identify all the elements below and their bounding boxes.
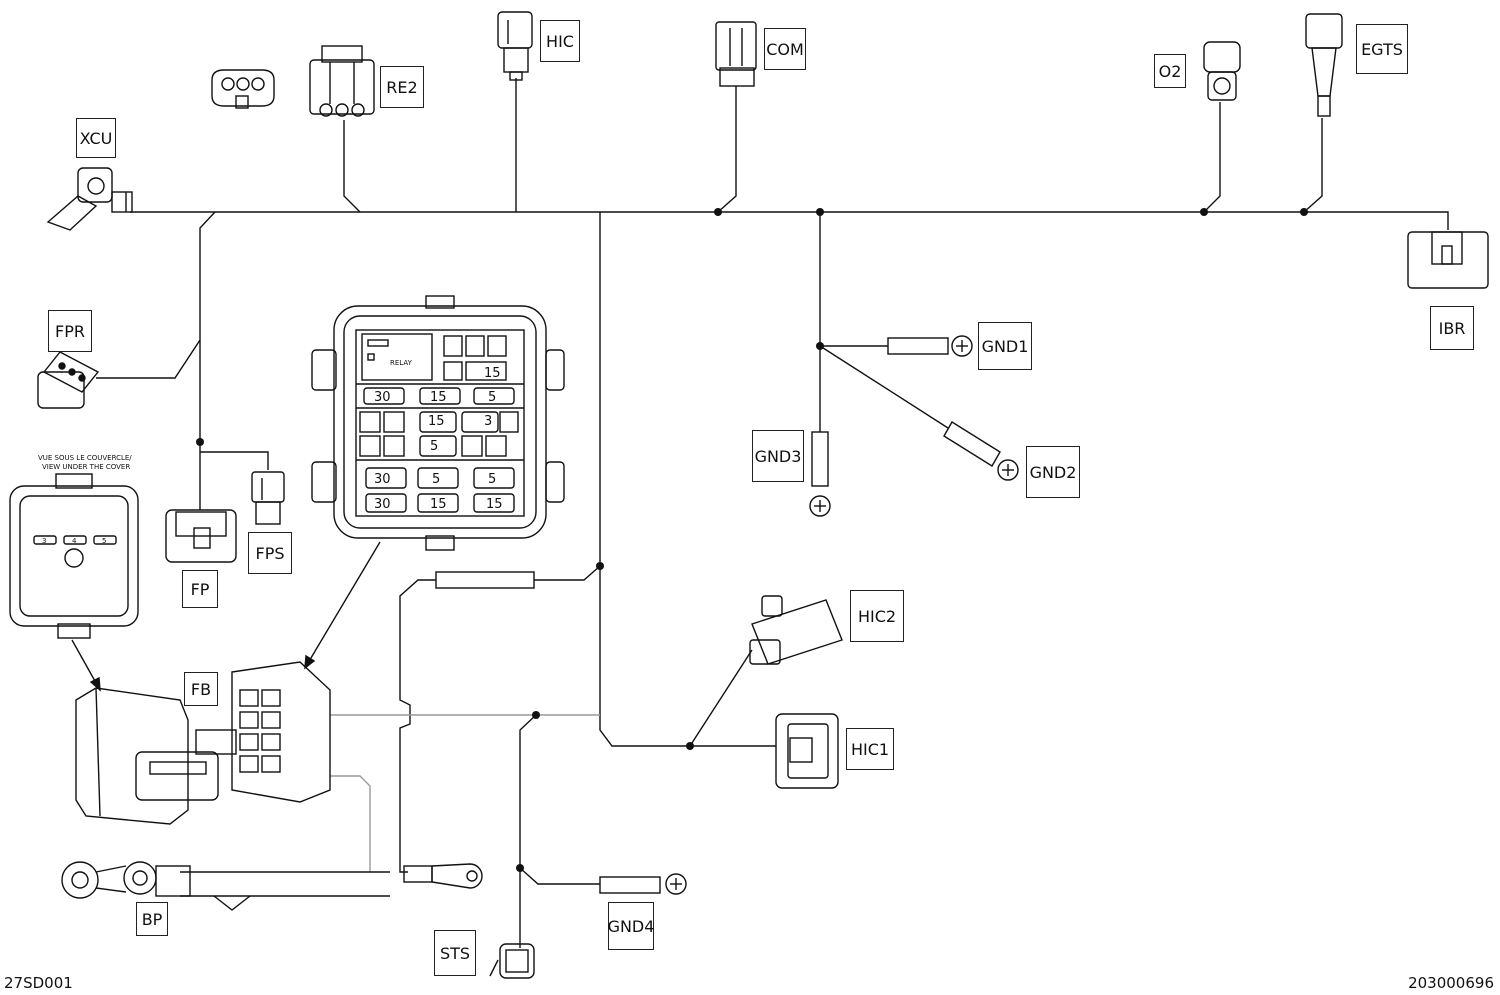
gnd4-ring-terminal-icon (599, 873, 687, 895)
ibr-connector-icon (1407, 231, 1489, 289)
fuse-label: 30 (374, 497, 391, 512)
fuse-label: 5 (488, 390, 496, 405)
gnd2-ring-terminal-icon (943, 421, 1019, 481)
com-label: COM (764, 28, 806, 70)
inline-fuse-holder-icon (435, 571, 535, 589)
cover-fuse-label: 5 (102, 537, 106, 545)
fuse-label: 5 (432, 472, 440, 487)
fuse-label: 15 (428, 414, 445, 429)
hic1-label: HIC1 (846, 728, 894, 770)
bp-battery-terminal-icon (61, 861, 251, 911)
fps-label: FPS (248, 532, 292, 574)
egts-sensor-icon (1305, 13, 1343, 117)
cover-note-line-2: VIEW UNDER THE COVER (42, 463, 130, 471)
cover-fuse-label: 4 (72, 537, 77, 545)
cover-fuse-label: 3 (42, 537, 46, 545)
fp-connector-icon (165, 509, 237, 563)
fuse-box-cover-view (9, 473, 139, 639)
fuse-label: 15 (430, 390, 447, 405)
ibr-label: IBR (1430, 306, 1474, 350)
hic2-connector-icon (749, 595, 843, 665)
fb-label: FB (184, 672, 218, 706)
wire-junctions (196, 208, 1308, 872)
o2-sensor-icon (1203, 41, 1241, 101)
fuse-label: 15 (484, 366, 501, 381)
relay-label: RELAY (390, 359, 413, 367)
fp-label: FP (182, 570, 218, 608)
diagram-code-left: 27SD001 (4, 974, 73, 992)
wire-main-trunk (130, 211, 1449, 230)
fpr-connector-icon (37, 351, 100, 409)
diagram-code-right: 203000696 (1408, 974, 1494, 992)
re2-relay-icon (309, 45, 375, 117)
fuse-label: 30 (374, 390, 391, 405)
fuse-label: 15 (430, 497, 447, 512)
gnd1-ring-terminal-icon (887, 335, 973, 357)
fuse-box-text: RELAY 30 15 5 15 15 3 5 30 5 5 30 15 15 … (38, 359, 503, 545)
sts-label: STS (434, 930, 476, 976)
egts-label: EGTS (1356, 24, 1408, 74)
fuse-label: 5 (430, 439, 438, 454)
hic1-connector-icon (775, 713, 839, 789)
fuse-label: 5 (488, 472, 496, 487)
gnd3-ring-terminal-icon (809, 431, 831, 517)
re2-label: RE2 (380, 66, 424, 108)
wire-branches (96, 78, 1323, 948)
fuse-label: 30 (374, 472, 391, 487)
connector-plug-icon (211, 69, 275, 109)
hic-connector-icon (497, 11, 533, 81)
o2-label: O2 (1154, 54, 1186, 88)
cover-note-line-1: VUE SOUS LE COUVERCLE/ (38, 454, 132, 462)
xcu-connector-icon (46, 167, 133, 231)
fb-fuse-block-assembly (75, 661, 331, 825)
fuse-label: 15 (486, 497, 503, 512)
sts-sensor-icon (489, 943, 535, 979)
gnd3-label: GND3 (752, 430, 804, 482)
bp-label: BP (136, 902, 168, 936)
ring-terminal-icon (403, 863, 483, 889)
com-connector-icon (715, 21, 757, 87)
xcu-label: XCU (76, 118, 116, 158)
hic-label: HIC (540, 20, 580, 62)
gnd2-label: GND2 (1026, 446, 1080, 498)
fuse-box-top-view (311, 295, 565, 551)
fps-connector-icon (251, 471, 285, 525)
fpr-label: FPR (48, 310, 92, 352)
pointer-arrows (71, 541, 381, 692)
hic2-label: HIC2 (850, 590, 904, 642)
gnd1-label: GND1 (978, 322, 1032, 370)
gnd4-label: GND4 (608, 902, 654, 950)
fuse-label: 3 (484, 414, 492, 429)
